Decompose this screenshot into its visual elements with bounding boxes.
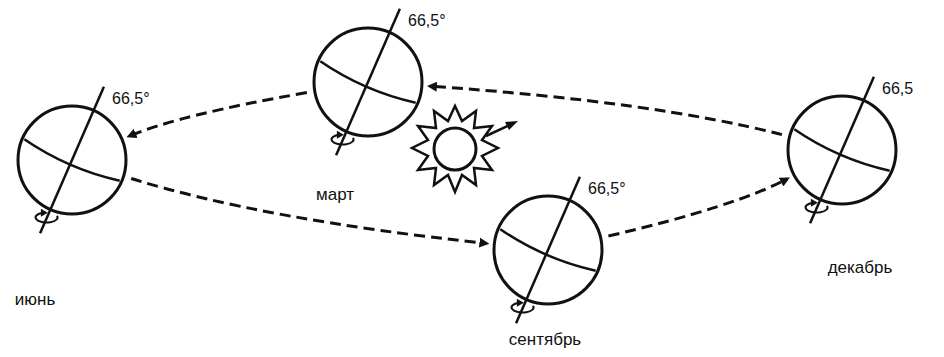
sun-rays — [412, 106, 498, 192]
orbit-arrow — [430, 86, 782, 134]
orbit-arrow — [129, 93, 307, 137]
month-label: июнь — [15, 290, 56, 310]
rotation-arrow — [332, 135, 354, 145]
rotation-arrow-head — [517, 299, 524, 307]
rotation-arrow — [806, 203, 828, 213]
orbit-arrow — [131, 179, 486, 244]
rotation-arrow-head — [41, 209, 48, 217]
month-label: март — [316, 185, 354, 205]
earth-globe: 66,5°июнь — [16, 104, 128, 216]
globe-drawing — [786, 94, 898, 206]
rotation-arrow — [512, 303, 534, 313]
rotation-arrow-head — [337, 131, 344, 139]
sun-ray-pointer-head — [505, 121, 518, 130]
sun-disc — [434, 128, 476, 170]
earth-axis — [336, 9, 400, 156]
earth-globe: 66,5декабрь — [786, 94, 898, 206]
orbit-arrow — [608, 179, 787, 236]
globe-drawing — [492, 194, 604, 306]
month-label: сентябрь — [509, 330, 581, 350]
axis-angle-label: 66,5° — [112, 90, 150, 108]
axis-angle-label: 66,5° — [588, 180, 626, 198]
globe-drawing — [16, 104, 128, 216]
axis-angle-label: 66,5 — [882, 80, 913, 98]
rotation-arrow-head — [811, 199, 818, 207]
rotation-arrow — [36, 213, 58, 223]
earth-axis — [810, 77, 874, 224]
earth-globe: 66,5°март — [312, 26, 424, 138]
globe-drawing — [312, 26, 424, 138]
month-label: декабрь — [828, 258, 893, 278]
earth-axis — [40, 87, 104, 234]
axis-angle-label: 66,5° — [408, 12, 446, 30]
earth-globe: 66,5°сентябрь — [492, 194, 604, 306]
earth-axis — [516, 177, 580, 324]
